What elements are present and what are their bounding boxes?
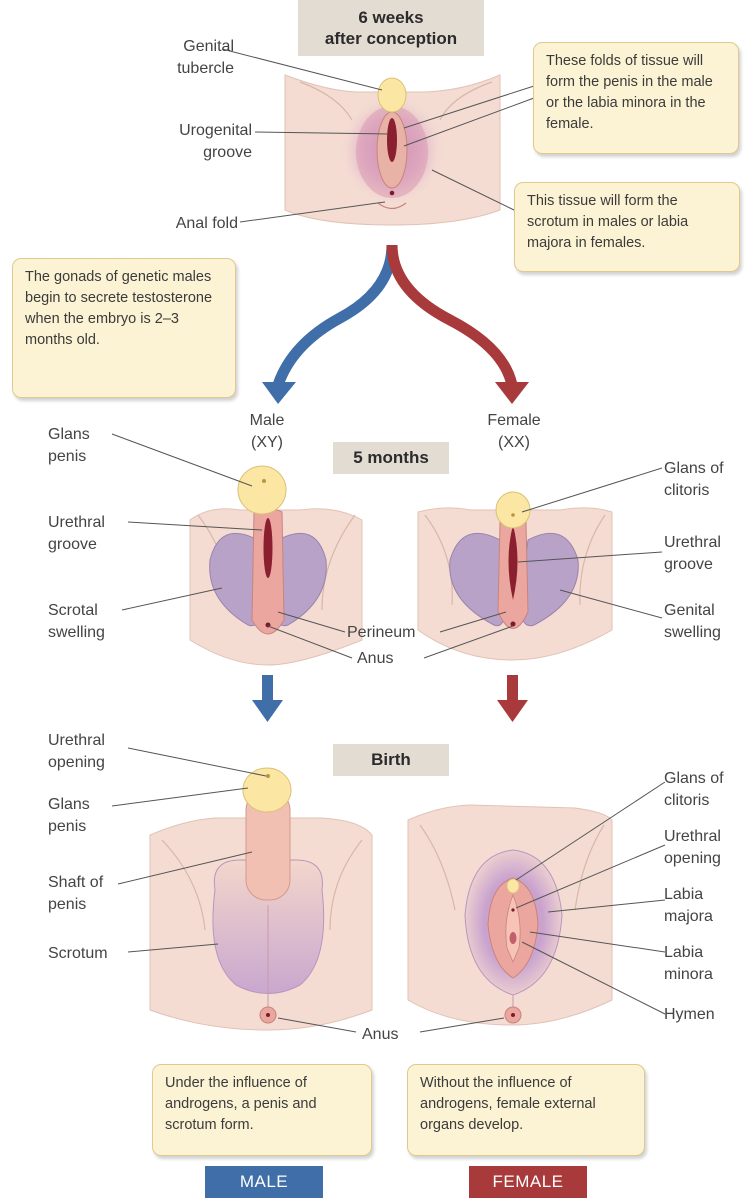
birth-male-illustration [149, 767, 373, 1031]
stage-label-5-months: 5 months [333, 442, 449, 474]
callout-folds: These folds of tissue will form the peni… [533, 42, 739, 154]
label-labia-majora: Labia majora [664, 886, 713, 926]
down-arrows [252, 675, 528, 722]
birth-female-illustration [407, 804, 613, 1026]
label-anal-fold: Anal fold [175, 215, 238, 232]
label-male-xy: Male (XY) [249, 412, 285, 452]
label-genital-tubercle: Genital tubercle [177, 38, 234, 78]
label-urethral-opening-female: Urethral opening [664, 828, 721, 868]
female-down-arrow [497, 700, 528, 722]
label-labia-minora: Labia minora [664, 944, 713, 984]
label-hymen: Hymen [664, 1006, 715, 1023]
label-glans-penis-5m: Glans penis [48, 426, 90, 466]
callout-androgens-female-text: Without the influence of androgens, fema… [420, 1075, 596, 1134]
label-urethral-groove-male-5m: Urethral groove [48, 514, 105, 554]
female-label-text: FEMALE [492, 1172, 564, 1191]
callout-gonads-text: The gonads of genetic males begin to sec… [25, 269, 213, 349]
label-female-xx: Female (XX) [487, 412, 541, 452]
callout-scrotum-tissue-text: This tissue will form the scrotum in mal… [527, 193, 689, 252]
week6-illustration [284, 74, 501, 226]
label-anus-5m: Anus [357, 650, 394, 667]
callout-scrotum-tissue: This tissue will form the scrotum in mal… [514, 182, 740, 272]
label-scrotal-swelling: Scrotal swelling [48, 602, 105, 642]
callout-androgens-male-text: Under the influence of androgens, a peni… [165, 1075, 317, 1134]
label-glans-clitoris-5m: Glans of clitoris [664, 460, 724, 500]
label-glans-clitoris-birth: Glans of clitoris [664, 770, 724, 810]
male-label-bar: MALE [205, 1166, 323, 1198]
callout-androgens-male: Under the influence of androgens, a peni… [152, 1064, 372, 1156]
label-urogenital-groove: Urogenital groove [179, 122, 252, 162]
male-label-text: MALE [239, 1172, 289, 1191]
leader-lines [111, 48, 666, 1033]
label-urethral-opening-male: Urethral opening [48, 732, 105, 772]
callout-androgens-female: Without the influence of androgens, fema… [407, 1064, 645, 1156]
label-anus-birth: Anus [362, 1026, 399, 1043]
callout-gonads: The gonads of genetic males begin to sec… [12, 258, 236, 398]
stage-label-6-weeks: 6 weeks after conception [298, 0, 484, 56]
label-perineum: Perineum [347, 624, 416, 641]
male-down-arrow [252, 700, 283, 722]
stage-birth-text: Birth [371, 750, 411, 770]
label-genital-swelling: Genital swelling [664, 602, 721, 642]
label-urethral-groove-female-5m: Urethral groove [664, 534, 721, 574]
callout-folds-text: These folds of tissue will form the peni… [546, 53, 713, 133]
stage-week6-text: 6 weeks after conception [324, 7, 458, 48]
label-glans-penis-birth: Glans penis [48, 796, 90, 836]
female-branch-arrowhead [495, 382, 529, 404]
female-label-bar: FEMALE [469, 1166, 587, 1198]
stage-label-birth: Birth [333, 744, 449, 776]
stage-month5-text: 5 months [353, 448, 429, 468]
branch-arrows [262, 244, 529, 404]
month5-female-illustration [417, 491, 613, 661]
label-scrotum: Scrotum [48, 945, 108, 962]
month5-male-illustration [189, 465, 363, 666]
male-branch-arrowhead [262, 382, 296, 404]
label-shaft-of-penis: Shaft of penis [48, 874, 104, 914]
